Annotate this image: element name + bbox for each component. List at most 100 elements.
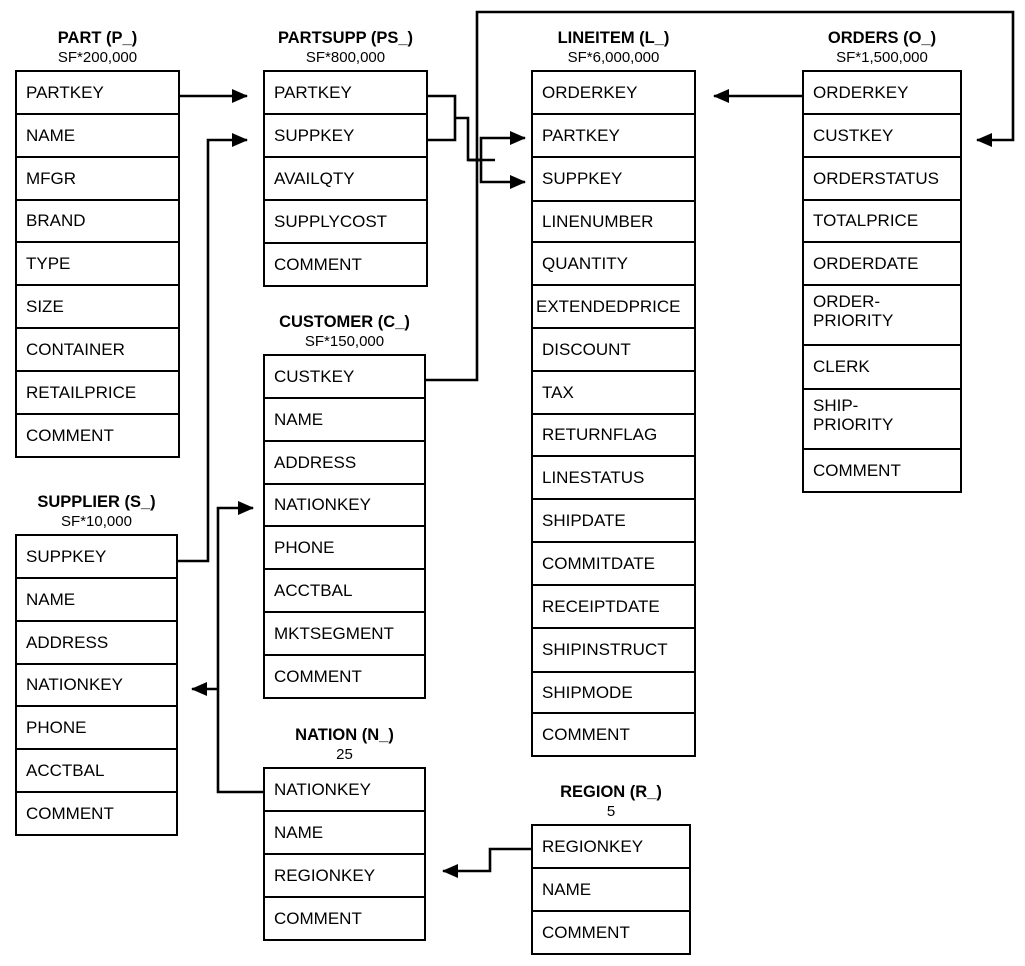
attr-orders-shippriority[interactable]: SHIP-PRIORITY [804,390,960,450]
attr-lineitem-quantity[interactable]: QUANTITY [533,243,694,286]
attr-region-regionkey[interactable]: REGIONKEY [533,826,689,869]
attr-partsupp-comment[interactable]: COMMENT [265,244,426,287]
attr-lineitem-partkey[interactable]: PARTKEY [533,115,694,158]
attr-customer-name[interactable]: NAME [265,399,424,442]
attr-part-type[interactable]: TYPE [17,243,178,286]
attr-nation-nationkey[interactable]: NATIONKEY [265,769,424,812]
attr-lineitem-orderkey[interactable]: ORDERKEY [533,72,694,115]
attr-part-name[interactable]: NAME [17,115,178,158]
attr-nation-name[interactable]: NAME [265,812,424,855]
entity-nation: NATION (N_) 25 NATIONKEY NAME REGIONKEY … [263,725,426,941]
entity-supplier-title: SUPPLIER (S_) [37,493,156,511]
entity-orders-attributes: ORDERKEY CUSTKEY ORDERSTATUS TOTALPRICE … [802,70,962,493]
attr-supplier-address[interactable]: ADDRESS [17,622,176,665]
entity-supplier-cardinality: SF*10,000 [61,513,132,530]
wire-partsupp-lineitem-suppkey [468,158,526,189]
attr-lineitem-shipmode[interactable]: SHIPMODE [533,673,694,714]
attr-supplier-phone[interactable]: PHONE [17,707,176,750]
attr-customer-address[interactable]: ADDRESS [265,442,424,485]
wire-partsupp-lineitem-partkey [468,131,526,162]
entity-lineitem: LINEITEM (L_) SF*6,000,000 ORDERKEY PART… [531,28,696,757]
entity-region-cardinality: 5 [606,803,616,820]
attr-part-partkey[interactable]: PARTKEY [17,72,178,115]
entity-region-attributes: REGIONKEY NAME COMMENT [531,824,691,955]
entity-partsupp-cardinality: SF*800,000 [305,49,386,66]
attr-lineitem-returnflag[interactable]: RETURNFLAG [533,415,694,457]
attr-orders-clerk[interactable]: CLERK [804,346,960,390]
attr-partsupp-availqty[interactable]: AVAILQTY [265,158,426,201]
attr-part-comment[interactable]: COMMENT [17,415,178,458]
attr-lineitem-tax[interactable]: TAX [533,372,694,415]
entity-customer-attributes: CUSTKEY NAME ADDRESS NATIONKEY PHONE ACC… [263,354,426,699]
entity-part-attributes: PARTKEY NAME MFGR BRAND TYPE SIZE CONTAI… [15,70,180,458]
entity-part-title: PART (P_) [57,29,138,47]
attr-supplier-nationkey[interactable]: NATIONKEY [17,665,176,707]
attr-lineitem-suppkey[interactable]: SUPPKEY [533,158,694,202]
entity-orders-title: ORDERS (O_) [827,29,937,47]
attr-lineitem-linestatus[interactable]: LINESTATUS [533,457,694,500]
attr-orders-orderstatus[interactable]: ORDERSTATUS [804,158,960,201]
entity-supplier: SUPPLIER (S_) SF*10,000 SUPPKEY NAME ADD… [15,492,178,836]
entity-partsupp-title: PARTSUPP (PS_) [277,29,414,47]
attr-partsupp-suppkey[interactable]: SUPPKEY [265,115,426,158]
attr-lineitem-discount[interactable]: DISCOUNT [533,329,694,372]
attr-orders-orderkey[interactable]: ORDERKEY [804,72,960,115]
wire-partsupp-bracket [428,94,457,142]
attr-customer-nationkey[interactable]: NATIONKEY [265,485,424,527]
attr-orders-orderdate[interactable]: ORDERDATE [804,243,960,286]
wire-nation-customer [216,501,265,794]
entity-orders: ORDERS (O_) SF*1,500,000 ORDERKEY CUSTKE… [802,28,962,493]
attr-customer-acctbal[interactable]: ACCTBAL [265,570,424,613]
attr-customer-phone[interactable]: PHONE [265,527,424,570]
entity-supplier-attributes: SUPPKEY NAME ADDRESS NATIONKEY PHONE ACC… [15,534,178,836]
attr-lineitem-comment[interactable]: COMMENT [533,714,694,757]
entity-lineitem-attributes: ORDERKEY PARTKEY SUPPKEY LINENUMBER QUAN… [531,70,696,757]
attr-customer-comment[interactable]: COMMENT [265,656,424,699]
attr-part-brand[interactable]: BRAND [17,201,178,243]
attr-nation-comment[interactable]: COMMENT [265,898,424,941]
attr-nation-regionkey[interactable]: REGIONKEY [265,855,424,898]
entity-lineitem-cardinality: SF*6,000,000 [567,49,660,66]
attr-orders-comment[interactable]: COMMENT [804,450,960,493]
entity-region-title: REGION (R_) [560,783,662,801]
entity-region: REGION (R_) 5 REGIONKEY NAME COMMENT [531,782,691,955]
entity-nation-title: NATION (N_) [295,726,394,744]
attr-part-retailprice[interactable]: RETAILPRICE [17,372,178,415]
attr-lineitem-commitdate[interactable]: COMMITDATE [533,543,694,586]
entity-partsupp-attributes: PARTKEY SUPPKEY AVAILQTY SUPPLYCOST COMM… [263,70,428,287]
attr-supplier-acctbal[interactable]: ACCTBAL [17,750,176,793]
attr-lineitem-receiptdate[interactable]: RECEIPTDATE [533,586,694,629]
entity-lineitem-title: LINEITEM (L_) [557,29,670,47]
attr-part-mfgr[interactable]: MFGR [17,158,178,201]
attr-supplier-suppkey[interactable]: SUPPKEY [17,536,176,579]
attr-part-size[interactable]: SIZE [17,286,178,329]
entity-part: PART (P_) SF*200,000 PARTKEY NAME MFGR B… [15,28,180,458]
attr-customer-mktsegment[interactable]: MKTSEGMENT [265,613,424,656]
attr-lineitem-linenumber[interactable]: LINENUMBER [533,202,694,243]
attr-orders-orderpriority[interactable]: ORDER-PRIORITY [804,286,960,346]
attr-part-container[interactable]: CONTAINER [17,329,178,372]
entity-customer-title: CUSTOMER (C_) [279,313,410,331]
attr-lineitem-extendedprice[interactable]: EXTENDEDPRICE [533,286,694,329]
attr-partsupp-supplycost[interactable]: SUPPLYCOST [265,201,426,244]
entity-part-cardinality: SF*200,000 [57,49,138,66]
wire-partsupp-stem [455,116,495,162]
attr-supplier-comment[interactable]: COMMENT [17,793,176,836]
attr-orders-custkey[interactable]: CUSTKEY [804,115,960,158]
attr-orders-totalprice[interactable]: TOTALPRICE [804,201,960,243]
attr-region-comment[interactable]: COMMENT [533,912,689,955]
attr-lineitem-shipinstruct[interactable]: SHIPINSTRUCT [533,629,694,673]
entity-orders-cardinality: SF*1,500,000 [836,49,928,66]
attr-customer-custkey[interactable]: CUSTKEY [265,356,424,399]
wire-region-nation [442,847,531,878]
attr-supplier-name[interactable]: NAME [17,579,176,622]
wire-supplier-partsupp [178,133,248,563]
entity-nation-attributes: NATIONKEY NAME REGIONKEY COMMENT [263,767,426,941]
entity-customer: CUSTOMER (C_) SF*150,000 CUSTKEY NAME AD… [263,312,426,699]
entity-nation-cardinality: 25 [336,746,353,763]
entity-customer-cardinality: SF*150,000 [304,333,385,350]
attr-partsupp-partkey[interactable]: PARTKEY [265,72,426,115]
attr-region-name[interactable]: NAME [533,869,689,912]
attr-lineitem-shipdate[interactable]: SHIPDATE [533,500,694,543]
